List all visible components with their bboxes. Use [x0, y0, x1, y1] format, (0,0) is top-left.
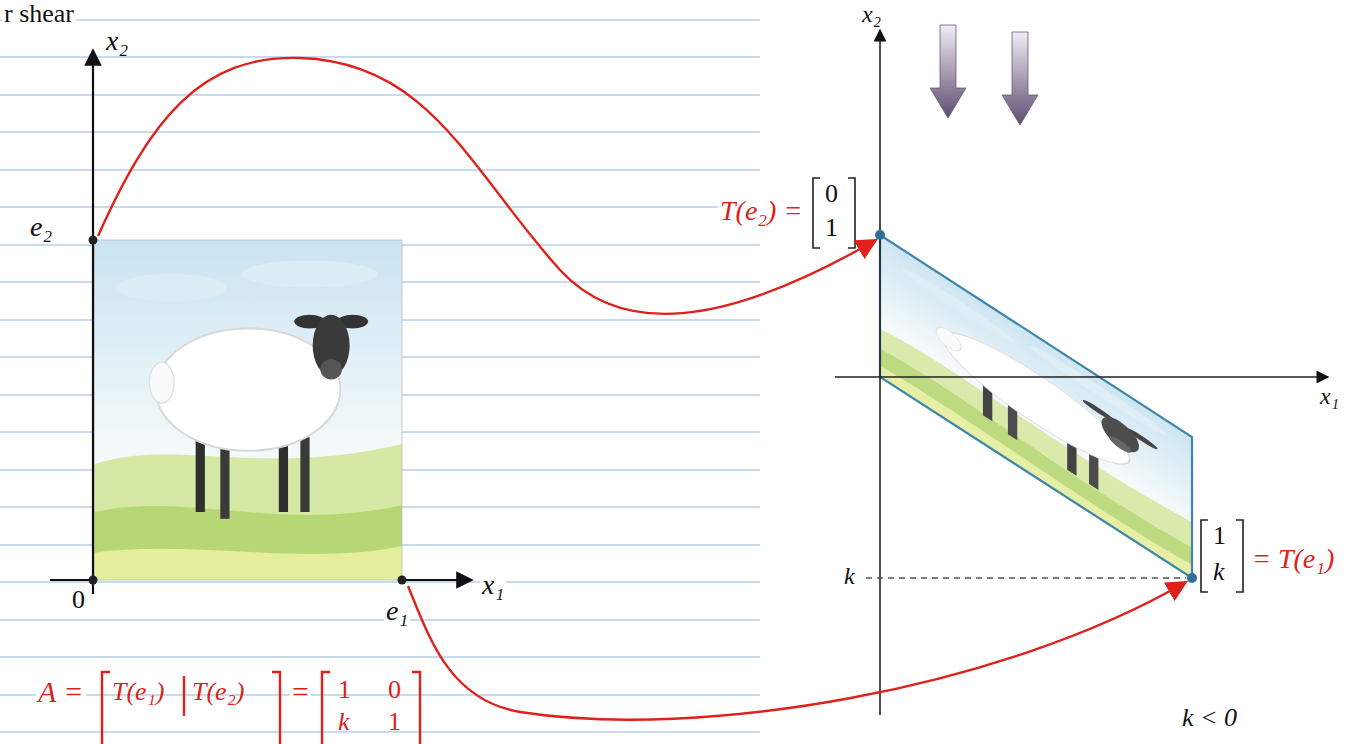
title-fragment: r shear — [2, 0, 76, 27]
vector-entry: 1 — [823, 214, 840, 241]
vector-brackets — [813, 178, 1243, 592]
matrix-column: T(e₁) — [110, 678, 166, 705]
matrix-entry: 1 — [336, 676, 353, 703]
vector-dot — [398, 576, 407, 585]
force-arrow — [930, 25, 966, 118]
mapping-curve — [98, 58, 876, 314]
matrix-name: A = — [36, 676, 86, 708]
vector-dot — [89, 236, 98, 245]
left-axes — [50, 50, 472, 594]
matrix-entry: 0 — [386, 676, 403, 703]
axis-label: x₁ — [1318, 384, 1341, 409]
vector-dot — [875, 230, 885, 240]
dashed-guide — [866, 577, 1186, 579]
right-axes — [835, 30, 1328, 715]
sheared-sheep-picture — [880, 235, 1192, 579]
matrix-column: T(e₂) — [190, 678, 246, 705]
vector-label: e₂ — [28, 212, 54, 241]
axis-label: x₂ — [860, 2, 883, 27]
matrix-brackets — [102, 672, 420, 744]
axis-label: x₁ — [480, 570, 506, 599]
vector-entry: 0 — [823, 180, 840, 207]
tick-label: k — [842, 564, 857, 589]
parallelogram — [880, 235, 1192, 578]
vector-dot — [89, 576, 98, 585]
matrix-entry: k — [336, 708, 352, 735]
condition-label: k < 0 — [1180, 704, 1239, 731]
vector-entry: k — [1211, 558, 1227, 585]
image-label: = T(e₁) — [1250, 544, 1336, 573]
vector-label: e₁ — [384, 596, 410, 625]
origin-label: 0 — [70, 586, 87, 613]
matrix-entry: 1 — [386, 708, 403, 735]
image-label: T(e₂) = — [718, 196, 804, 225]
axis-label: x₂ — [104, 26, 130, 55]
vector-entry: 1 — [1211, 522, 1228, 549]
sheep-picture — [94, 240, 402, 580]
equals-sign: = — [290, 676, 311, 708]
ruled-lines — [0, 20, 760, 732]
vector-dot — [1187, 573, 1197, 583]
force-arrow — [1002, 32, 1038, 125]
mapping-curve — [408, 582, 1186, 720]
